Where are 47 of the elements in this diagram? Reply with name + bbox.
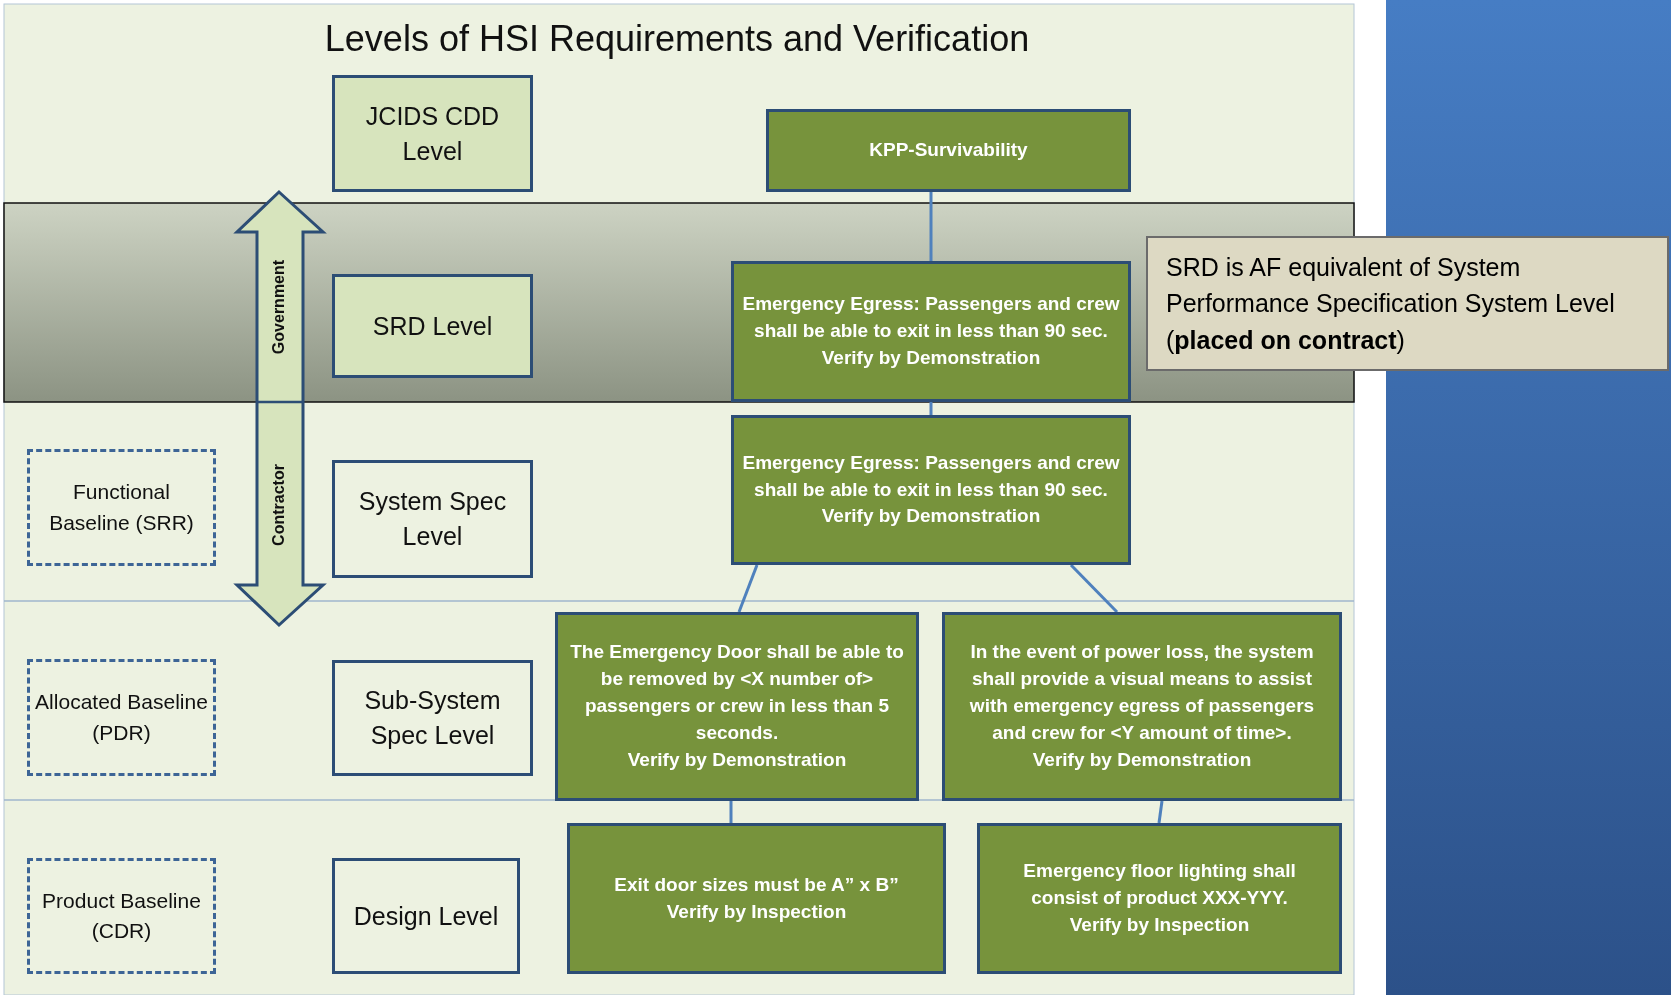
verification-text: Verify by Inspection [666,899,847,924]
verification-text: Verify by Demonstration [821,346,1041,370]
baseline-box [27,659,216,776]
baseline-label: Product Baseline (CDR) [41,887,202,944]
requirement-text: In the event of power loss, the system shall provide a visual means to assist with emergency egress of passengers and crew for <Y amount of time>. [968,640,1316,745]
level-box [332,75,533,192]
requirement-text: Emergency floor lighting shall consist of product XXX-YYY. [1022,859,1297,910]
requirement-text: Emergency Egress: Passengers and crew shall be able to exit in less than 90 sec. [742,292,1120,343]
level-label: Sub-System Spec Level [363,685,502,751]
verification-text: Verify by Demonstration [821,504,1041,529]
verification-text: Verify by Inspection [1069,913,1250,937]
baseline-label: Functional Baseline (SRR) [48,479,195,536]
level-label: System Spec Level [357,486,508,552]
baseline-label: Allocated Baseline (PDR) [34,689,209,746]
requirement-box [567,823,946,974]
requirement-text: Emergency Egress: Passengers and crew shall be able to exit in less than 90 sec. [742,450,1120,502]
verification-text: Verify by Demonstration [1032,747,1252,772]
level-label: SRD Level [372,310,493,342]
level-box [332,460,533,578]
connector-line [1157,800,1164,824]
connector-line [1069,563,1119,614]
arrow-label: Contractor [270,464,288,546]
connector-line [729,801,733,823]
arrow-label: Government [270,259,288,355]
level-label: Design Level [353,900,499,932]
note-text: SRD is AF equivalent of System Performance Specification System Level (placed on contract) [1166,252,1616,356]
level-box [332,858,520,974]
note-box [1146,236,1669,371]
requirement-box [977,823,1342,974]
requirement-text: KPP-Survivability [869,138,1028,162]
level-box [332,660,533,776]
connector-line [929,192,933,261]
connector-line [929,402,933,415]
requirement-box [731,415,1131,565]
requirement-box [555,612,919,801]
verification-text: Verify by Demonstration [627,747,847,772]
level-box [332,274,533,378]
requirement-box [942,612,1342,801]
requirement-text: Exit door sizes must be A” x B” [614,872,899,897]
requirement-text: The Emergency Door shall be able to be removed by <X number of> passengers or crew in less than 5 seconds. [569,640,905,745]
requirement-box [766,109,1131,192]
connector-line [737,564,759,613]
baseline-box [27,449,216,566]
title: Levels of HSI Requirements and Verification [323,18,1031,60]
level-label: JCIDS CDD Level [364,100,501,167]
requirement-box [731,261,1131,402]
baseline-box [27,858,216,974]
